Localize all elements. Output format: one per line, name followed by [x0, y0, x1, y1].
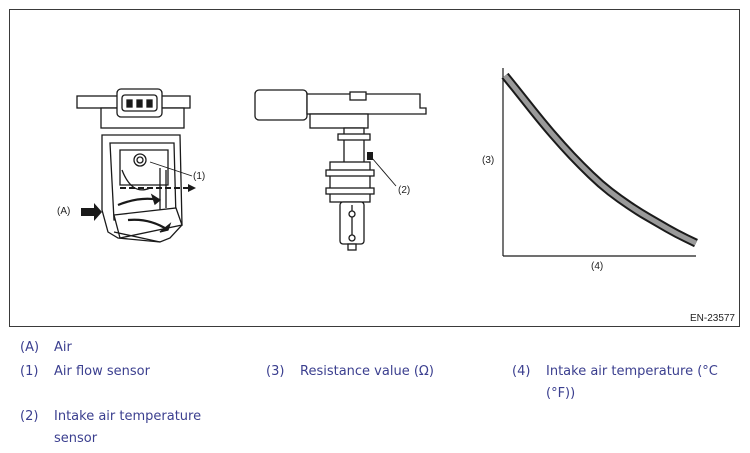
legend-key: (3)	[266, 364, 285, 379]
legend-item-a: (A) Air	[20, 337, 320, 359]
air-flow-sensor-front-view	[76, 88, 196, 243]
legend-text: Intake air temperature sensor	[54, 409, 202, 446]
figure-panel: (1) (A) (2) (3) (4) EN-23577	[9, 9, 740, 327]
legend-item-3: (3) Resistance value (Ω)	[266, 361, 496, 383]
legend-key: (A)	[20, 340, 40, 355]
legend-text: Intake air temperature (°C (°F))	[546, 364, 718, 401]
legend-key: (2)	[20, 409, 39, 424]
chart-curve-outline	[501, 72, 698, 248]
air-flow-sensor-side-view	[254, 89, 427, 251]
resistance-temperature-chart	[501, 68, 698, 257]
legend-text: Air flow sensor	[54, 364, 150, 379]
chart-curve-band	[503, 74, 698, 246]
callout-2: (2)	[398, 185, 411, 196]
legend-item-4: (4) Intake air temperature (°C (°F))	[512, 361, 744, 407]
callout-3: (3)	[482, 155, 495, 166]
callout-1: (1)	[193, 171, 206, 182]
legend-item-2: (2) Intake air temperature sensor	[20, 406, 250, 452]
legend-text: Resistance value (Ω)	[300, 364, 434, 379]
legend-key: (1)	[20, 364, 39, 379]
figure-code: EN-23577	[689, 313, 735, 324]
callout-a: (A)	[57, 206, 71, 217]
legend-item-1: (1) Air flow sensor	[20, 361, 250, 383]
callout-4: (4)	[591, 261, 604, 272]
legend-text: Air	[54, 340, 72, 355]
figure-drawing	[76, 68, 698, 257]
legend-key: (4)	[512, 364, 531, 379]
